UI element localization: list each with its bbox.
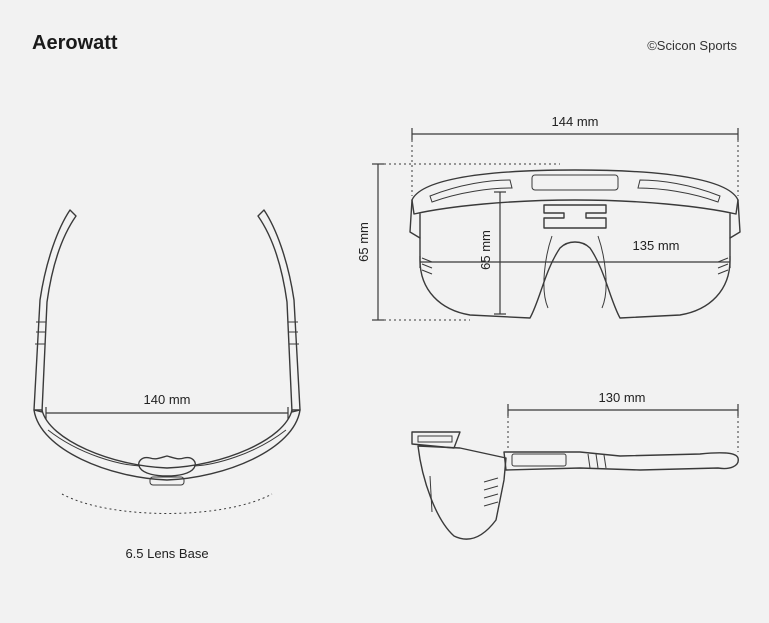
- front-view-nose-bridge: [543, 204, 607, 229]
- front-view-total-width-label: 144 mm: [552, 114, 599, 129]
- page-title: Aerowatt: [32, 32, 118, 54]
- side-view-temple: [503, 451, 739, 471]
- front-view-lens-width-label: 135 mm: [633, 238, 680, 253]
- top-view: 140 mm 6.5 Lens Base: [33, 209, 301, 561]
- front-view-total-height-label: 65 mm: [356, 222, 371, 262]
- top-view-left-temple: [33, 209, 77, 413]
- top-view-right-temple: [257, 209, 301, 413]
- top-view-nose-pad: [138, 455, 196, 477]
- side-view: 130 mm: [411, 390, 739, 540]
- lens-base-curve: [61, 493, 273, 514]
- front-view: 144 mm 135 mm 65 mm 65 mm: [356, 114, 741, 321]
- side-view-lens: [417, 445, 507, 540]
- top-view-width-label: 140 mm: [144, 392, 191, 407]
- side-view-temple-length-label: 130 mm: [599, 390, 646, 405]
- lens-base-label: 6.5 Lens Base: [125, 546, 208, 561]
- copyright-text: ©Scicon Sports: [647, 38, 737, 53]
- top-view-frame: [33, 409, 301, 481]
- front-view-top-bar: [411, 169, 739, 215]
- front-view-lens: [419, 213, 731, 319]
- front-view-lens-height-label: 65 mm: [478, 230, 493, 270]
